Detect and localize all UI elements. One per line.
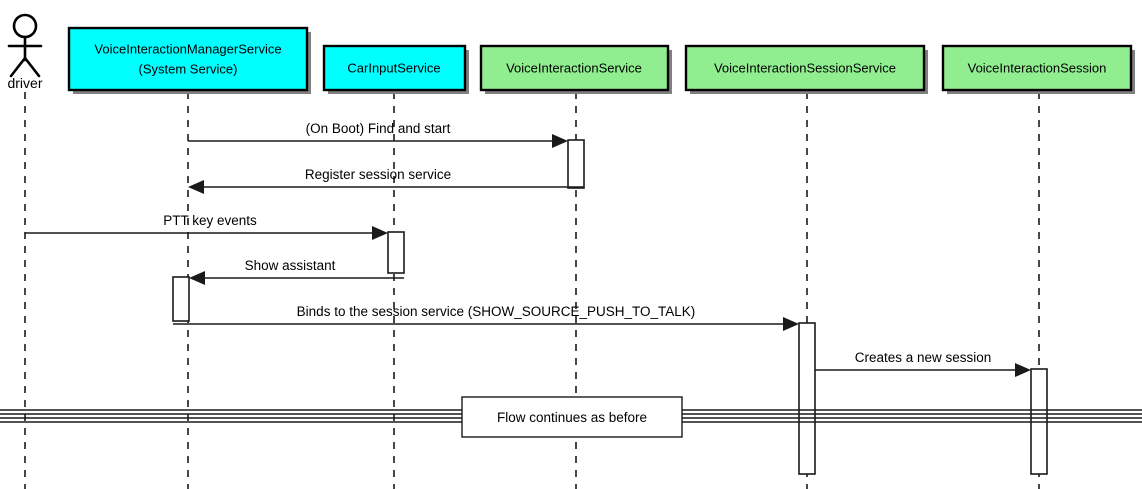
- arrowhead-right-icon: [552, 134, 568, 148]
- participant-box-vsession[interactable]: VoiceInteractionSession: [941, 44, 1135, 94]
- flow-continues-divider: Flow continues as before: [0, 396, 1142, 438]
- message-show-assistant[interactable]: Show assistant: [189, 258, 404, 285]
- message-ptt-key-events[interactable]: PTT key events: [25, 213, 388, 240]
- participant-box-carinput[interactable]: CarInputService: [322, 44, 469, 94]
- participant-boxes-layer: VoiceInteractionManagerService (System S…: [67, 26, 1135, 94]
- participant-label-line1: VoiceInteractionService: [506, 60, 642, 75]
- participant-rect: [479, 44, 670, 92]
- activation-bar-viss: [798, 322, 816, 475]
- arrowhead-right-icon: [783, 317, 799, 331]
- participant-label-line2: (System Service): [139, 61, 238, 76]
- arrowhead-right-icon: [372, 226, 388, 240]
- participant-label-line1: CarInputService: [347, 60, 440, 75]
- participant-rect: [322, 44, 467, 92]
- message-binds-to-session-service[interactable]: Binds to the session service (SHOW_SOURC…: [173, 304, 799, 331]
- divider-label: Flow continues as before: [497, 410, 647, 425]
- arrowhead-left-icon: [188, 180, 204, 194]
- participant-label-line1: VoiceInteractionSessionService: [714, 60, 896, 75]
- message-label: Creates a new session: [855, 350, 992, 365]
- participant-box-vis[interactable]: VoiceInteractionService: [479, 44, 672, 94]
- participant-rect: [67, 26, 309, 92]
- participant-box-viss[interactable]: VoiceInteractionSessionService: [684, 44, 928, 94]
- participant-box-vims[interactable]: VoiceInteractionManagerService (System S…: [67, 26, 311, 94]
- message-label: PTT key events: [163, 213, 257, 228]
- participant-label-line1: VoiceInteractionManagerService: [94, 41, 281, 56]
- activation-bar-vims: [172, 276, 190, 322]
- participant-rect: [684, 44, 926, 92]
- message-label: (On Boot) Find and start: [306, 121, 451, 136]
- actor-head-icon: [12, 13, 38, 39]
- participant-label-line1: VoiceInteractionSession: [968, 60, 1107, 75]
- activation-bar-carinput: [387, 231, 405, 274]
- message-find-and-start[interactable]: (On Boot) Find and start: [188, 121, 568, 148]
- activation-bar-vis: [567, 139, 585, 189]
- driver-actor[interactable]: driver: [7, 13, 43, 91]
- participant-rect: [941, 44, 1133, 92]
- actor-left-leg-icon: [9, 56, 27, 78]
- message-label: Binds to the session service (SHOW_SOURC…: [297, 304, 696, 319]
- message-label: Show assistant: [245, 258, 336, 273]
- actor-label: driver: [7, 75, 42, 91]
- actor-right-leg-icon: [23, 56, 41, 78]
- message-creates-new-session[interactable]: Creates a new session: [815, 350, 1031, 377]
- arrowhead-right-icon: [1015, 363, 1031, 377]
- message-register-session-service[interactable]: Register session service: [188, 167, 584, 194]
- message-label: Register session service: [305, 167, 451, 182]
- divider-label-box: [461, 396, 683, 438]
- arrowhead-left-icon: [189, 271, 205, 285]
